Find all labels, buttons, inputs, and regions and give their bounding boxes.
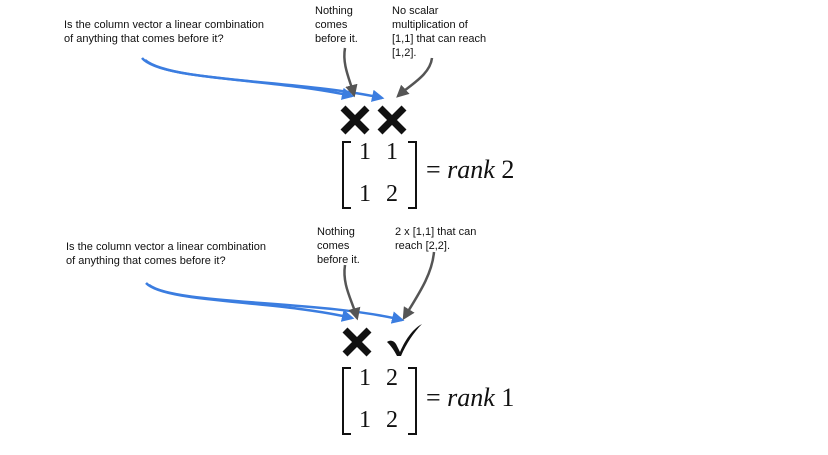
question-text: Is the column vector a linear combinatio… (64, 19, 264, 45)
cross-icon (377, 105, 407, 135)
matrix-cell: 2 (386, 407, 398, 433)
rank-value: 2 (501, 155, 515, 184)
matrix-right-bracket-b (408, 367, 417, 435)
note-arrow-col2-b (402, 251, 436, 321)
rank-equation: = rank 2 (426, 155, 514, 185)
note-nothing-before: Nothing comes before it. (315, 5, 358, 45)
note-arrow-col2 (396, 57, 434, 98)
question-arrow-to-col1-b (145, 282, 355, 322)
question-arrow-to-col1 (141, 57, 355, 100)
matrix-left-bracket-b (342, 367, 351, 435)
note-second-column: 2 x [1,1] that can reach [2,2]. (395, 226, 477, 252)
matrix-cell: 1 (386, 139, 398, 165)
equals-sign: = (426, 383, 441, 412)
matrix-cell: 1 (359, 407, 371, 433)
check-icon (387, 324, 422, 356)
matrix-cell: 1 (359, 181, 371, 207)
matrix-right-bracket (408, 141, 417, 209)
rank-equation: = rank 1 (426, 383, 514, 413)
question-text: Is the column vector a linear combinatio… (66, 241, 266, 267)
equals-sign: = (426, 155, 441, 184)
matrix-cell: 2 (386, 181, 398, 207)
note-arrow-col1-b (343, 264, 361, 321)
note-arrow-col1 (343, 47, 358, 98)
matrix-left-bracket (342, 141, 351, 209)
rank-word: rank (447, 383, 495, 412)
matrix-cell: 1 (359, 365, 371, 391)
rank-word: rank (447, 155, 495, 184)
rank-value: 1 (501, 383, 515, 412)
note-second-column: No scalar multiplication of [1,1] that c… (392, 5, 487, 59)
note-nothing-before: Nothing comes before it. (317, 226, 360, 266)
matrix-cell: 1 (359, 139, 371, 165)
cross-icon (340, 105, 370, 135)
question-arrow-to-col2-b (148, 283, 405, 324)
cross-icon (342, 327, 372, 357)
matrix-cell: 2 (386, 365, 398, 391)
